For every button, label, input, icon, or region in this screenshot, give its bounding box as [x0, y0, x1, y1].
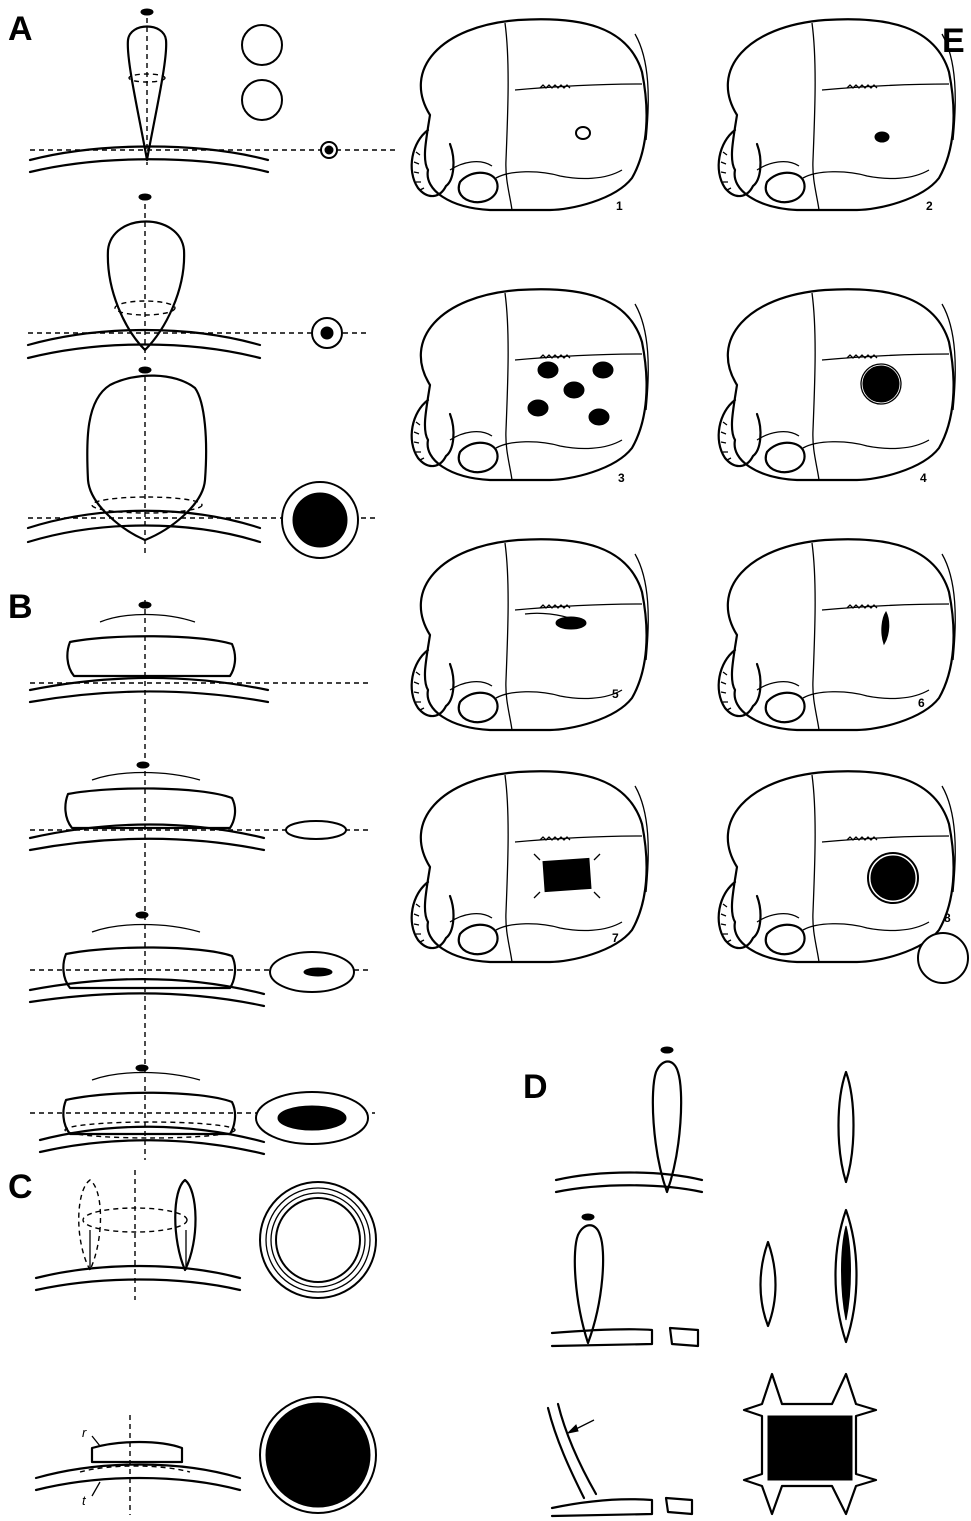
skull-8-number: 8	[944, 911, 951, 925]
panel-b-diagrams	[30, 600, 375, 1160]
skull-7-number: 7	[612, 931, 619, 945]
skull-7: 7	[412, 771, 649, 962]
panel-d-diagrams	[548, 1047, 876, 1516]
panel-a-diagrams	[28, 9, 395, 558]
panel-label-c: C	[8, 1168, 33, 1206]
skull-2: 2	[719, 19, 956, 213]
skull-5-number: 5	[612, 687, 619, 701]
skull-3-number: 3	[618, 471, 625, 485]
removed-bone-flap	[918, 933, 968, 983]
panel-label-b: B	[8, 588, 33, 626]
skull-1-number: 1	[616, 199, 623, 213]
panel-label-a: A	[8, 10, 33, 48]
skull-3: 3	[412, 289, 649, 485]
skull-8: 8	[719, 771, 968, 983]
skull-5: 5	[412, 539, 649, 730]
panel-c-diagrams: r t	[36, 1170, 376, 1515]
label-r: r	[82, 1425, 87, 1440]
skull-2-number: 2	[926, 199, 933, 213]
label-t: t	[82, 1493, 87, 1508]
panel-label-d: D	[523, 1068, 548, 1106]
panel-e-skulls: 1 2 3 4 5	[412, 19, 968, 983]
skull-4-number: 4	[920, 471, 927, 485]
skull-6-number: 6	[918, 696, 925, 710]
skull-1: 1	[412, 19, 649, 213]
skull-6: 6	[719, 539, 956, 730]
skull-4: 4	[719, 289, 956, 485]
